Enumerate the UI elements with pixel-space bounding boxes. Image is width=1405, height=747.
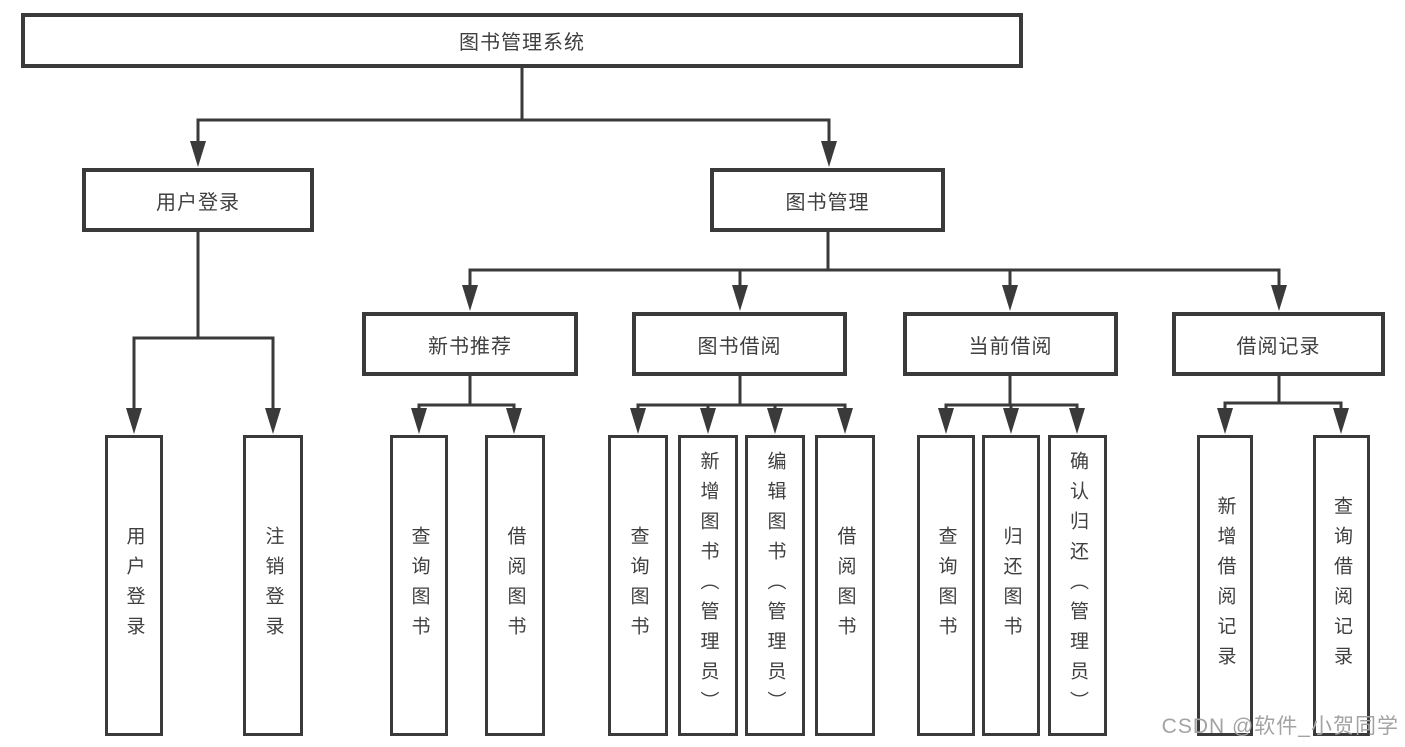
leaf-recommend-query-books-label: 查询图书 xyxy=(408,525,430,646)
leaf-records-query-record: 查询借阅记录 xyxy=(1313,435,1370,736)
leaf-borrow-edit-books-admin: 编辑图书（管理员） xyxy=(745,435,805,736)
node-user-login: 用户登录 xyxy=(82,168,314,232)
leaf-current-confirm-return-admin-label: 确认归还（管理员） xyxy=(1067,450,1088,721)
node-book-borrow-label: 图书借阅 xyxy=(697,335,782,358)
leaf-borrow-query-books: 查询图书 xyxy=(608,435,668,736)
node-current-borrow: 当前借阅 xyxy=(903,312,1118,376)
leaf-current-query-books: 查询图书 xyxy=(917,435,975,736)
node-user-login-label: 用户登录 xyxy=(156,191,240,214)
leaf-borrow-query-books-label: 查询图书 xyxy=(627,525,649,646)
leaf-logout-label: 注销登录 xyxy=(262,525,284,646)
leaf-recommend-borrow-books: 借阅图书 xyxy=(485,435,545,736)
leaf-recommend-borrow-books-label: 借阅图书 xyxy=(504,525,526,646)
leaf-borrow-add-books-admin: 新增图书（管理员） xyxy=(678,435,738,736)
leaf-recommend-query-books: 查询图书 xyxy=(390,435,448,736)
leaf-borrow-add-books-admin-label: 新增图书（管理员） xyxy=(697,450,719,721)
node-book-borrow: 图书借阅 xyxy=(632,312,847,376)
node-new-book-recommend: 新书推荐 xyxy=(362,312,578,376)
leaf-current-return-books: 归还图书 xyxy=(982,435,1040,736)
node-book-management-label: 图书管理 xyxy=(785,191,870,214)
watermark: CSDN @软件_小贺同学 xyxy=(1161,715,1399,738)
leaf-records-add-record: 新增借阅记录 xyxy=(1197,435,1253,736)
leaf-user-login: 用户登录 xyxy=(105,435,163,736)
leaf-current-query-books-label: 查询图书 xyxy=(935,525,957,646)
node-new-book-recommend-label: 新书推荐 xyxy=(428,335,512,358)
leaf-borrow-borrow-books: 借阅图书 xyxy=(815,435,875,736)
node-current-borrow-label: 当前借阅 xyxy=(968,335,1053,358)
node-root-label: 图书管理系统 xyxy=(459,32,585,54)
leaf-current-confirm-return-admin: 确认归还（管理员） xyxy=(1048,435,1107,736)
leaf-logout: 注销登录 xyxy=(243,435,303,736)
arrowheads xyxy=(126,141,1349,434)
node-root: 图书管理系统 xyxy=(21,13,1023,68)
leaf-current-return-books-label: 归还图书 xyxy=(1000,525,1022,646)
node-book-management: 图书管理 xyxy=(710,168,945,232)
leaf-records-query-record-label: 查询借阅记录 xyxy=(1331,495,1352,676)
leaf-records-add-record-label: 新增借阅记录 xyxy=(1214,495,1236,676)
leaf-borrow-edit-books-admin-label: 编辑图书（管理员） xyxy=(764,450,786,721)
leaf-borrow-borrow-books-label: 借阅图书 xyxy=(834,525,856,646)
node-borrow-records: 借阅记录 xyxy=(1172,312,1385,376)
leaf-user-login-label: 用户登录 xyxy=(123,525,145,646)
node-borrow-records-label: 借阅记录 xyxy=(1236,335,1321,358)
